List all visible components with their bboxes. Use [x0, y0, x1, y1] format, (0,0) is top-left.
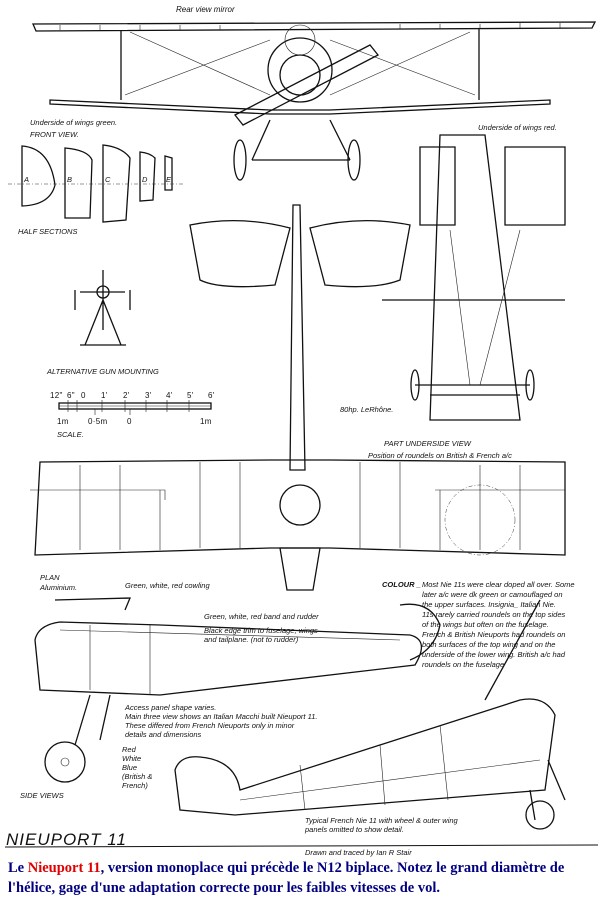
underside-title: PART UNDERSIDE VIEW — [384, 439, 472, 448]
scale-tick: 0·5m — [88, 417, 107, 426]
rwb-line: French) — [122, 781, 148, 790]
typical-note-1: Typical French Nie 11 with wheel & outer… — [305, 816, 459, 825]
half-sections-title: HALF SECTIONS — [18, 227, 77, 236]
roundels-label: Position of roundels on British & French… — [368, 451, 512, 460]
side-view-main: Green, white, red cowling Green, white, … — [34, 581, 441, 783]
scale-tick: 1m — [57, 417, 69, 426]
caption-text: , version monoplace qui précède le N12 b… — [8, 860, 565, 896]
divider — [4, 844, 599, 848]
side-views-title: SIDE VIEWS — [20, 791, 64, 800]
colour-line: both surfaces of the top wing and on the — [422, 640, 555, 649]
section-a-label: A — [23, 175, 29, 184]
colour-line: later a/c were dk green or camouflaged o… — [422, 590, 563, 599]
scale-tick: 6' — [208, 391, 215, 400]
scale-tick: 0 — [81, 391, 86, 400]
aluminium-label: Aluminium. — [39, 583, 77, 592]
colour-line: Most Nie 11s were clear doped all over. … — [422, 580, 575, 589]
section-b-label: B — [67, 175, 72, 184]
colour-line: the upper surfaces. Insignia_ Italian Ni… — [422, 600, 556, 609]
rwb-line: White — [122, 754, 141, 763]
wings-red-label: Underside of wings red. — [478, 123, 557, 132]
colour-line: roundels on the fuselage — [422, 660, 504, 669]
macchi-note-2: These differed from French Nieuports onl… — [125, 721, 295, 730]
scale-tick: 4' — [166, 391, 173, 400]
band-note: Green, white, red band and rudder — [204, 612, 319, 621]
plan-title: PLAN — [40, 573, 60, 582]
credit: Drawn and traced by Ian R Stair — [305, 848, 412, 857]
caption: Le Nieuport 11, version monoplace qui pr… — [8, 858, 598, 898]
macchi-note-1: Main three view shows an Italian Macchi … — [125, 712, 317, 721]
scale-tick: 12" — [50, 391, 63, 400]
caption-highlight: Nieuport 11 — [27, 860, 101, 876]
trim-note-2: and tailplane. (not to rudder) — [204, 635, 299, 644]
half-sections: A B C D E HALF SECTIONS — [8, 144, 185, 236]
access-note: Access panel shape varies. — [124, 703, 216, 712]
mirror-label: Rear view mirror — [176, 5, 235, 14]
scale-title: SCALE. — [57, 430, 84, 439]
section-d-label: D — [142, 175, 148, 184]
macchi-note-3: details and dimensions — [125, 730, 202, 739]
front-view-title: FRONT VIEW. — [30, 130, 79, 139]
scale-tick: 3' — [145, 391, 152, 400]
scale-tick: 0 — [127, 417, 132, 426]
engine-label: 80hp. LeRhône. — [340, 405, 393, 414]
rwb-line: Blue — [122, 763, 137, 772]
plan-view: PLAN Aluminium. — [30, 204, 566, 592]
scale-tick: 5' — [187, 391, 194, 400]
rwb-line: (British & — [122, 772, 152, 781]
section-e-label: E — [166, 175, 172, 184]
scale-tick: 2' — [123, 391, 130, 400]
side-view-french: Red White Blue (British & French) SIDE V… — [20, 599, 566, 834]
front-view: Rear view mirror Underside of wings gree… — [30, 5, 597, 181]
scale-tick: 1m — [200, 417, 212, 426]
part-underside-view: Underside of wings red. 80hp. LeRhône. P… — [340, 123, 566, 460]
colour-line: underside of the lower wing. British a/c… — [422, 650, 566, 659]
scale-bar: 12" 6" 0 1' 2' 3' 4' 5' 6' 1m 0·5m 0 1m … — [50, 391, 215, 439]
colour-line: of the wings but often on the fuselage. — [422, 620, 549, 629]
colour-line: 11s rarely carried roundels on the top s… — [422, 610, 566, 619]
rwb-line: Red — [122, 745, 137, 754]
typical-note-2: panels omitted to show detail. — [304, 825, 404, 834]
caption-prefix: Le — [8, 860, 28, 876]
drawing-title: NIEUPORT 11 — [6, 830, 127, 849]
section-c-label: C — [105, 175, 111, 184]
scale-tick: 1' — [101, 391, 108, 400]
cowling-note: Green, white, red cowling — [125, 581, 210, 590]
trim-note-1: Black edge trim to fuselage, wings — [204, 626, 318, 635]
colour-heading: COLOUR _ — [382, 580, 421, 589]
colour-note: COLOUR _ Most Nie 11s were clear doped a… — [382, 580, 575, 669]
wings-green-label: Underside of wings green. — [30, 118, 117, 127]
gun-mounting: ALTERNATIVE GUN MOUNTING — [46, 270, 159, 376]
colour-line: French & British Nieuports had roundels … — [422, 630, 565, 639]
scale-tick: 6" — [67, 391, 75, 400]
gun-mounting-title: ALTERNATIVE GUN MOUNTING — [46, 367, 159, 376]
